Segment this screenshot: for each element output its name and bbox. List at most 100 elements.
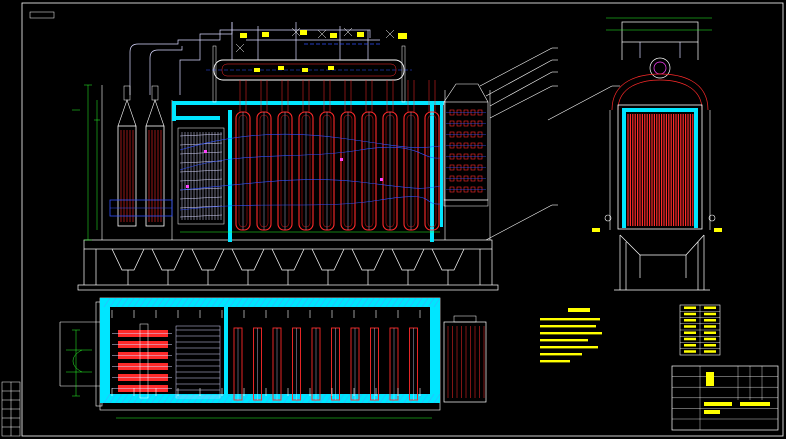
hatch-line: [433, 297, 441, 308]
hatch-line: [115, 297, 123, 308]
hatch-line: [415, 297, 423, 308]
hatch-line: [343, 297, 351, 308]
plan-hatch: [103, 297, 441, 404]
hatch-line: [295, 393, 303, 404]
hatch-line: [283, 393, 291, 404]
leader-line: [489, 85, 553, 119]
hatch-line: [361, 393, 369, 404]
side-furnace-box: [592, 104, 722, 232]
hatch-line: [169, 297, 177, 308]
notes-block: [540, 308, 602, 363]
hatch-line: [247, 297, 255, 308]
hatch-line: [325, 297, 333, 308]
hatch-line: [127, 297, 135, 308]
hatch-line: [187, 393, 195, 404]
hatch-line: [265, 297, 273, 308]
hatch-line: [151, 393, 159, 404]
hatch-line: [319, 393, 327, 404]
coil-rung: [179, 133, 223, 137]
leader-line: [479, 47, 553, 87]
hatch-line: [313, 297, 321, 308]
hatch-line: [379, 393, 387, 404]
note-line: [540, 353, 582, 356]
convection-coil-bank: [177, 127, 225, 225]
hatch-line: [307, 297, 315, 308]
hatch-line: [373, 393, 381, 404]
hatch-line: [175, 297, 183, 308]
coil-tube: [211, 132, 216, 220]
hatch-line: [367, 393, 375, 404]
hatch-line: [277, 297, 285, 308]
hatch-line: [253, 297, 261, 308]
parts-cell: [684, 312, 696, 316]
hatch-line: [193, 297, 201, 308]
parts-cell: [684, 319, 696, 322]
coil-rung: [179, 205, 223, 209]
parts-cell: [684, 337, 696, 341]
hatch-line: [199, 297, 207, 308]
hatch-line: [235, 297, 243, 308]
coil-rung: [179, 178, 223, 182]
coil-rung: [179, 142, 223, 146]
note-line: [540, 325, 596, 328]
hatch-line: [403, 297, 411, 308]
hatch-line: [139, 297, 147, 308]
left-headers: [109, 85, 173, 227]
parts-cell: [704, 350, 716, 353]
hatch-line: [103, 393, 111, 404]
foundation-hoppers: [77, 239, 499, 291]
hatch-line: [409, 297, 417, 308]
hatch-line: [163, 393, 171, 404]
hatch-line: [205, 297, 213, 308]
hatch-line: [145, 297, 153, 308]
hatch-line: [397, 393, 405, 404]
side-structure: [606, 17, 712, 291]
hatch-line: [127, 393, 135, 404]
side-drum: [611, 42, 709, 111]
parts-cell: [684, 325, 696, 328]
hatch-line: [157, 393, 165, 404]
plan-coil-frame: [175, 325, 221, 399]
plan-coil-rows: [175, 325, 221, 399]
hatch-line: [211, 393, 219, 404]
side-elevation-view: [592, 17, 722, 291]
hatch-line: [307, 393, 315, 404]
front-dimensions: [72, 84, 440, 241]
hatch-line: [109, 297, 117, 308]
hatch-line: [331, 393, 339, 404]
hatch-line: [409, 393, 417, 404]
plan-header-frame: [139, 323, 149, 399]
hatch-line: [133, 393, 141, 404]
hatch-line: [337, 393, 345, 404]
hatch-line: [121, 297, 129, 308]
hatch-line: [163, 297, 171, 308]
leader-lines: [479, 47, 620, 241]
hatch-line: [157, 297, 165, 308]
hatch-line: [349, 297, 357, 308]
front-elevation-view: [72, 22, 620, 291]
hatch-line: [319, 297, 327, 308]
coil-rung: [179, 196, 223, 200]
leader-line: [547, 85, 613, 121]
hatch-line: [301, 393, 309, 404]
hatch-line: [301, 297, 309, 308]
crossover-lines: [179, 133, 441, 211]
hatch-line: [421, 297, 429, 308]
drum-downcomers: [239, 80, 436, 112]
valve-crosses: [235, 27, 395, 53]
hatch-line: [193, 393, 201, 404]
parts-cell: [684, 350, 696, 353]
hatch-line: [115, 393, 123, 404]
hatch-line: [289, 297, 297, 308]
hatch-line: [241, 393, 249, 404]
hatch-line: [211, 297, 219, 308]
hatch-line: [205, 393, 213, 404]
hatch-line: [217, 297, 225, 308]
hatch-line: [247, 393, 255, 404]
hatch-line: [187, 297, 195, 308]
hatch-line: [289, 393, 297, 404]
hatch-line: [403, 393, 411, 404]
hatch-line: [427, 393, 435, 404]
parts-cell: [704, 319, 716, 322]
hatch-line: [151, 297, 159, 308]
